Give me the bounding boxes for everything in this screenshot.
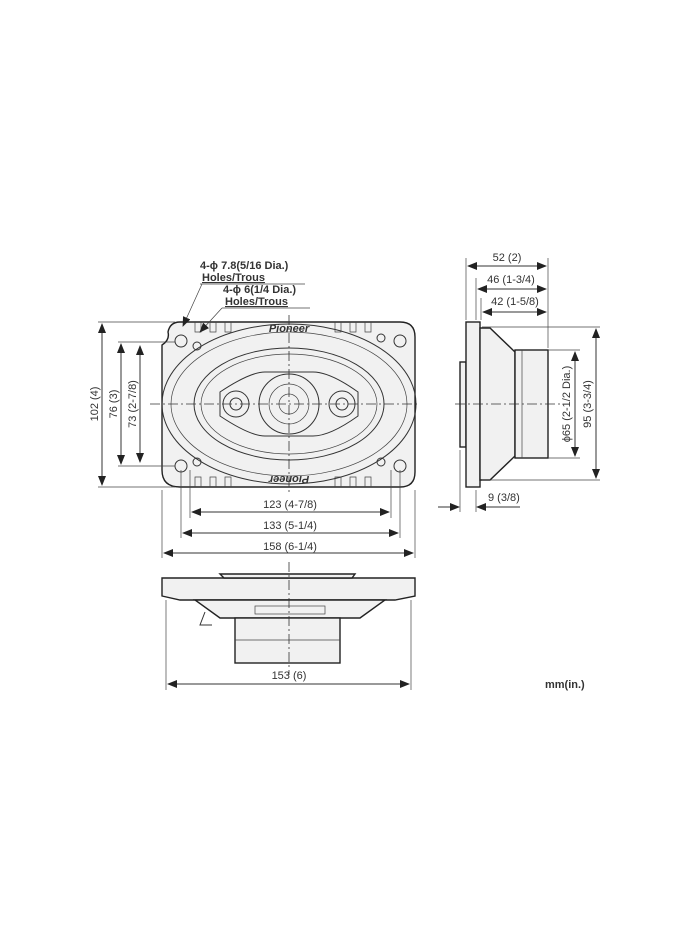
holes-large-label: 4-ϕ 7.8(5/16 Dia.) — [200, 260, 289, 272]
dim-width-158-label: 158 (6-1/4) — [263, 541, 317, 553]
dim-height-102-label: 102 (4) — [89, 387, 101, 422]
dim-width-123-label: 123 (4-7/8) — [263, 499, 317, 511]
dim-height-76-label: 76 (3) — [108, 390, 120, 419]
bottom-magnet — [234, 617, 341, 664]
bottom-flange — [161, 577, 416, 601]
dim-depth-42-label: 42 (1-5/8) — [491, 296, 539, 308]
bottom-view: 153 (6) — [161, 562, 416, 690]
front-view: Pioneer Pioneer 4-ϕ 7.8(5/16 Dia.) Holes… — [89, 260, 420, 558]
units-label: mm(in.) — [545, 679, 585, 691]
dim-width-153-label: 153 (6) — [272, 670, 307, 682]
bottom-basket — [192, 599, 388, 619]
dim-height-73-label: 73 (2-7/8) — [127, 380, 139, 428]
dim-height-95-label: 95 (3-3/4) — [582, 380, 594, 428]
frame-fins — [194, 322, 372, 487]
holes-small-label: 4-ϕ 6(1/4 Dia.) — [223, 284, 296, 296]
holes-large-sublabel: Holes/Trous — [202, 272, 265, 284]
dim-depth-52-label: 52 (2) — [493, 252, 522, 264]
side-view: 52 (2) 46 (1-3/4) 42 (1-5/8) ϕ65 (2-1/2 … — [438, 252, 600, 512]
holes-small-sublabel: Holes/Trous — [225, 296, 288, 308]
dim-flange-9-label: 9 (3/8) — [488, 492, 520, 504]
dim-width-133-label: 133 (5-1/4) — [263, 520, 317, 532]
dim-depth-46-label: 46 (1-3/4) — [487, 274, 535, 286]
tweeter-bridge — [219, 371, 359, 437]
dim-magnet-65-label: ϕ65 (2-1/2 Dia.) — [561, 366, 573, 442]
side-flange — [465, 321, 481, 488]
